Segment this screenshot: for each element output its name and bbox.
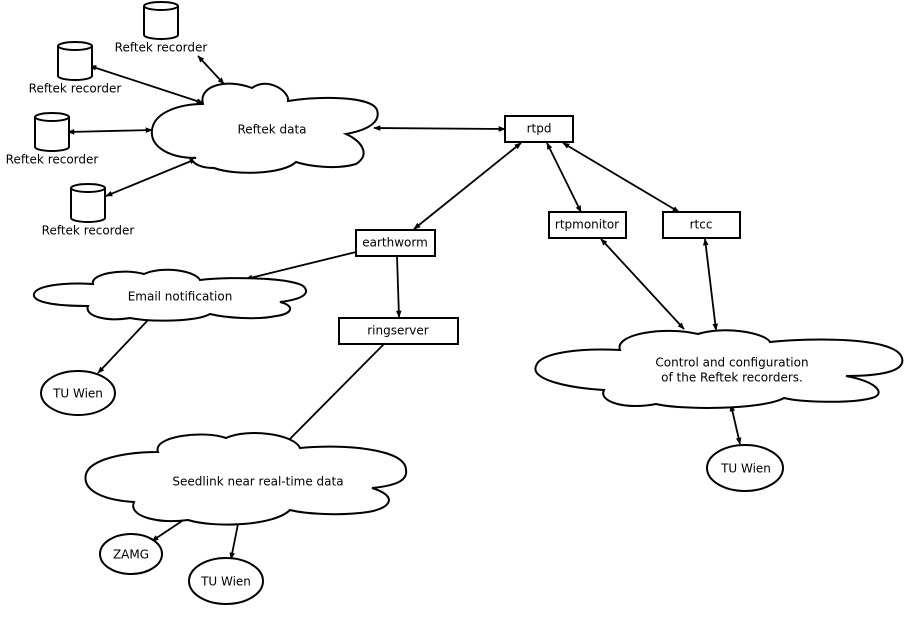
ellipse-shape <box>99 533 163 575</box>
ringserver-box: ringserver <box>338 317 459 345</box>
tuwien-email-node: TU Wien <box>40 370 116 416</box>
edge-rtpd-rtpmonitor <box>546 142 582 213</box>
ellipse-shape <box>706 444 784 492</box>
edge-rtcc-control <box>702 238 719 331</box>
edge-ringserver-seedlink <box>277 343 385 452</box>
rtcc-label: rtcc <box>690 218 713 232</box>
cylinder-top <box>34 116 70 122</box>
zamg-node: ZAMG <box>99 533 163 575</box>
edge-earthworm-ringserver <box>395 255 402 318</box>
ringserver-label: ringserver <box>367 324 429 338</box>
tuwien-label: TU Wien <box>200 575 251 589</box>
earthworm-box: earthworm <box>355 229 436 257</box>
reftek-recorder-2: Reftek recorder <box>29 41 122 96</box>
recorder-label: Reftek recorder <box>29 82 122 96</box>
edge-seedlink-zamg <box>151 520 183 542</box>
tuwien-label: TU Wien <box>720 462 771 476</box>
cylinder-icon <box>34 112 70 152</box>
control-config-line1: Control and configuration <box>655 356 808 370</box>
edge-earthworm-email <box>245 251 357 281</box>
control-configuration-cloud: Control and configuration of the Reftek … <box>534 329 904 409</box>
recorder-label: Reftek recorder <box>115 41 208 55</box>
cylinder-top <box>143 5 179 11</box>
process-box <box>355 229 436 257</box>
edge-rtpd-rtcc <box>562 142 680 213</box>
reftek-data-cloud: Reftek data <box>150 82 379 174</box>
tuwien-control-node: TU Wien <box>706 444 784 492</box>
cloud-shape <box>150 82 379 174</box>
email-notification-label: Email notification <box>128 290 233 304</box>
rtpd-box: rtpd <box>504 115 574 143</box>
control-config-line2: of the Reftek recorders. <box>661 371 803 385</box>
rtpmonitor-box: rtpmonitor <box>548 211 627 239</box>
cylinder-icon <box>70 183 106 223</box>
recorder-label: Reftek recorder <box>6 153 99 167</box>
cylinder-top <box>70 187 106 193</box>
process-box <box>338 317 459 345</box>
edge-email-tuwien <box>97 319 149 374</box>
tuwien-label: TU Wien <box>52 387 103 401</box>
edge-seedlink-tuwien <box>229 523 239 560</box>
email-notification-cloud: Email notification <box>32 268 307 322</box>
reftek-data-label: Reftek data <box>237 123 306 137</box>
edge-recorder3-reftekdata <box>67 127 153 135</box>
edge-recorder2-reftekdata <box>89 65 204 104</box>
reftek-recorder-4: Reftek recorder <box>42 183 135 238</box>
zamg-label: ZAMG <box>113 548 149 562</box>
seedlink-label: Seedlink near real-time data <box>172 475 343 489</box>
ellipse-shape <box>40 370 116 416</box>
rtcc-box: rtcc <box>662 211 741 239</box>
process-box <box>504 115 574 143</box>
reftek-recorder-3: Reftek recorder <box>6 112 99 167</box>
rtpmonitor-label: rtpmonitor <box>555 218 619 232</box>
edge-reftekdata-rtpd <box>373 125 506 132</box>
edge-recorder1-reftekdata <box>197 55 225 85</box>
edge-rtpmonitor-control <box>600 238 685 330</box>
recorder-label: Reftek recorder <box>42 224 135 238</box>
ellipse-shape <box>188 557 264 605</box>
cylinder-icon <box>143 1 179 40</box>
reftek-recorder-1: Reftek recorder <box>115 1 208 55</box>
cylinder-icon <box>57 41 93 81</box>
process-box <box>662 211 741 239</box>
cloud-shape <box>534 329 904 409</box>
edges <box>67 55 742 560</box>
cloud-shape <box>84 432 408 526</box>
edge-recorder4-reftekdata <box>105 158 197 197</box>
earthworm-label: earthworm <box>362 236 428 250</box>
process-box <box>548 211 627 239</box>
edge-control-tuwien <box>729 404 742 445</box>
edge-rtpd-earthworm <box>413 142 522 230</box>
cylinder-top <box>57 45 93 51</box>
cloud-shape <box>32 268 307 322</box>
rtpd-label: rtpd <box>527 122 552 136</box>
seedlink-cloud: Seedlink near real-time data <box>84 432 408 526</box>
tuwien-seedlink-node: TU Wien <box>188 557 264 605</box>
